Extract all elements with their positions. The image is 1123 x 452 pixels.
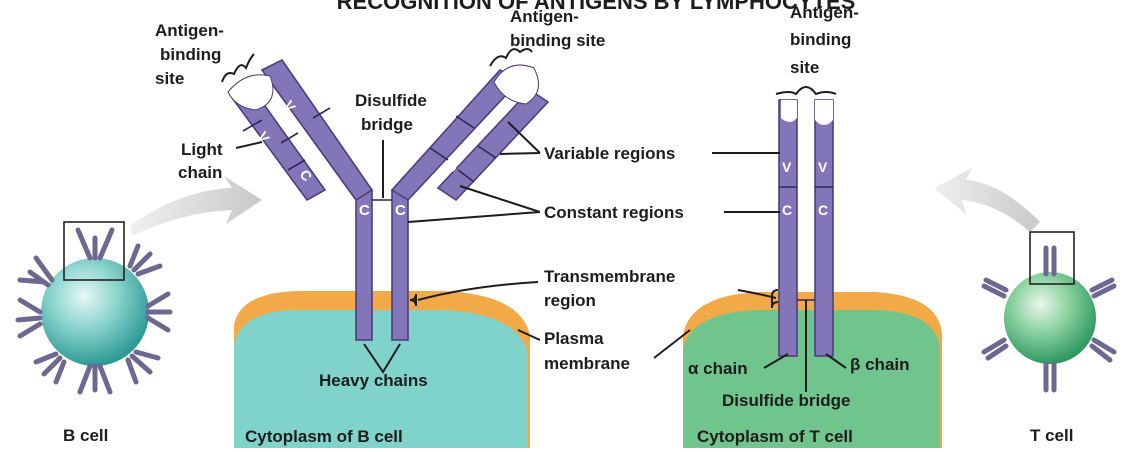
b-cell xyxy=(18,176,262,392)
t-cell-body xyxy=(1004,272,1096,364)
light-chain-label: Light chain xyxy=(178,140,227,182)
antigen-site-left-label: Antigen- binding site xyxy=(155,21,229,88)
alpha-chain-label: α chain xyxy=(688,359,748,378)
segment-c: C xyxy=(359,202,370,219)
constant-regions-label: Constant regions xyxy=(544,203,684,222)
beta-chain-label: β chain xyxy=(850,355,910,374)
antigen-binding-site-left xyxy=(228,75,273,110)
segment-c: C xyxy=(395,202,406,219)
t-cell xyxy=(934,168,1114,390)
beta-chain-bar xyxy=(815,100,833,356)
transmembrane-region-label: Transmembrane region xyxy=(544,267,680,310)
segment-v: V xyxy=(818,159,828,175)
variable-regions-label: Variable regions xyxy=(544,144,675,163)
segment-c: C xyxy=(818,202,828,218)
cytoplasm-t-label: Cytoplasm of T cell xyxy=(697,427,853,446)
diagram-title: RECOGNITION OF ANTIGENS BY LYMPHOCYTES xyxy=(337,0,856,14)
t-cell-label: T cell xyxy=(1030,426,1073,445)
disulfide-bridge-bottom-label: Disulfide bridge xyxy=(722,391,850,410)
b-cell-label: B cell xyxy=(63,426,108,445)
plasma-membrane-label: Plasma membrane xyxy=(544,329,630,373)
antigen-site-right-label: Antigen- binding site xyxy=(790,3,864,77)
alpha-chain-bar xyxy=(779,100,797,356)
disulfide-bridge-top-label: Disulfide bridge xyxy=(355,91,432,134)
segment-v: V xyxy=(444,86,463,103)
segment-c: C xyxy=(782,202,792,218)
b-cell-arrow xyxy=(130,176,262,236)
heavy-chains-label: Heavy chains xyxy=(319,371,428,390)
cytoplasm-b-label: Cytoplasm of B cell xyxy=(245,427,403,446)
t-cell-arrow xyxy=(934,168,1040,232)
b-cell-body xyxy=(41,258,149,366)
segment-v: V xyxy=(782,159,792,175)
antigen-binding-site-right xyxy=(781,100,833,125)
